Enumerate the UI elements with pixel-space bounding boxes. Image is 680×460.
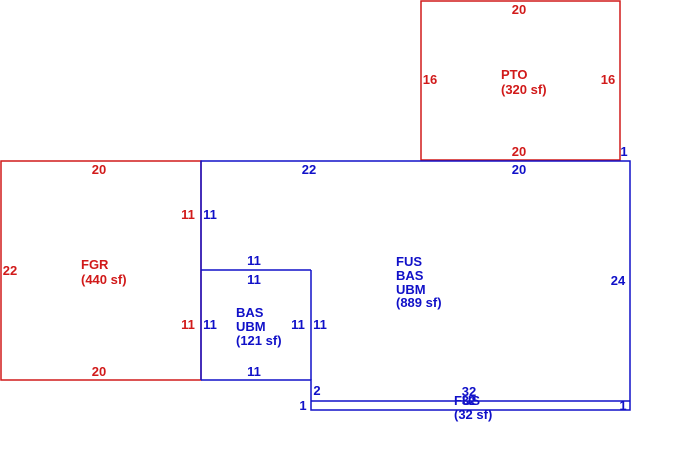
strip-dim-left-lower: 1 [299,398,306,413]
main-dim-left-lower: 11 [203,317,217,332]
bas-dim-top-inner: 11 [247,272,261,287]
strip-dim-top: 32 [462,384,476,399]
strip-label-area: (32 sf) [454,407,492,422]
bas-dim-bottom: 11 [247,364,261,379]
main-label-area: (889 sf) [396,295,442,310]
fgr-dim-top: 20 [92,162,106,177]
bas-label-code-1: BAS [236,305,264,320]
strip-dim-right: 1 [619,398,626,413]
pto-outline [420,0,621,161]
fgr-dim-bottom: 20 [92,364,106,379]
pto-dim-left: 16 [423,72,437,87]
pto-dim-right: 16 [601,72,615,87]
fgr-dim-right-upper: 11 [181,207,195,222]
fgr-label-area: (440 sf) [81,272,127,287]
bas-dim-right-outer: 11 [313,317,327,332]
bas-dim-top-outer: 11 [247,253,261,268]
main-dim-top-left: 22 [302,162,316,177]
strip-dim-left-upper: 2 [313,383,320,398]
pto-label-area: (320 sf) [501,82,547,97]
main-label-code-1: FUS [396,254,422,269]
bas-label-code-2: UBM [236,319,266,334]
pto-label-code: PTO [501,67,528,82]
bas-dim-right-inner: 11 [291,317,305,332]
pto-dim-top: 20 [512,2,526,17]
strip-label-code: FUS [454,393,480,408]
main-dim-top-right: 20 [512,162,526,177]
main-label-code-3: UBM [396,282,426,297]
fgr-label-code: FGR [81,257,109,272]
strip-dim-bottom: 32 [462,393,476,408]
bas-label-area: (121 sf) [236,333,282,348]
main-label-code-2: BAS [396,268,424,283]
pto-dim-offset: 1 [620,144,627,159]
fgr-dim-right-lower: 11 [181,317,195,332]
main-dim-left-upper: 11 [203,207,217,222]
fgr-dim-left: 22 [3,263,17,278]
pto-dim-bottom: 20 [512,144,526,159]
main-dim-right: 24 [611,273,626,288]
